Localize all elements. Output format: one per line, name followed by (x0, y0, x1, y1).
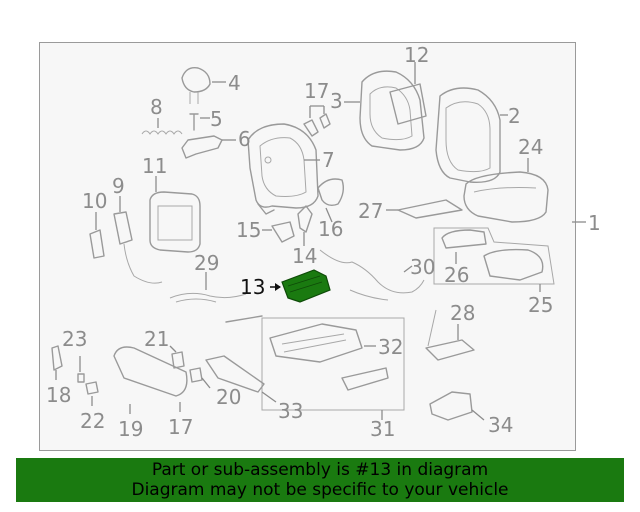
part-34-bracket (429, 391, 473, 421)
callout-4: 4 (228, 71, 241, 95)
leader-21 (169, 345, 177, 353)
part-24-seat-cushion (463, 171, 549, 223)
callout-29: 29 (194, 251, 219, 275)
part-4-headrest (181, 67, 211, 104)
part-16-shield (317, 178, 345, 207)
callout-21: 21 (144, 327, 169, 351)
part-5-guide (189, 113, 199, 131)
part-17-clips (303, 113, 331, 137)
callout-17a: 17 (304, 79, 329, 103)
part-31-seat-track-group (261, 317, 405, 411)
callout-32: 32 (378, 335, 403, 359)
callout-33: 33 (278, 399, 303, 423)
part-22-bolt (85, 381, 99, 395)
callout-14: 14 (292, 244, 317, 268)
part-13-highlighted-module (281, 269, 331, 303)
part-12-pad (389, 83, 427, 125)
banner-line-part-info: Part or sub-assembly is #13 in diagram (151, 460, 489, 480)
callout-23: 23 (62, 327, 87, 351)
callout-27: 27 (358, 199, 383, 223)
callout-11: 11 (142, 154, 167, 178)
part-11-back-panel (149, 191, 201, 253)
callout-18: 18 (46, 383, 71, 407)
callout-3: 3 (330, 89, 343, 113)
callout-16: 16 (318, 217, 343, 241)
callout-7: 7 (322, 148, 335, 172)
callout-20: 20 (216, 385, 241, 409)
info-banner: Part or sub-assembly is #13 in diagram D… (16, 458, 624, 502)
part-28-bracket (425, 339, 475, 361)
part-8-spring (141, 130, 183, 135)
callout-31: 31 (370, 417, 395, 441)
callout-15: 15 (236, 218, 261, 242)
callout-26: 26 (444, 263, 469, 287)
part-10-cover (89, 229, 105, 259)
part-25-group (433, 227, 555, 285)
callout-2: 2 (508, 104, 521, 128)
leader-13-arrow (275, 283, 281, 291)
part-23-cap (77, 373, 85, 383)
part-2-seatback-cushion (435, 87, 501, 183)
part-9-switch-module (113, 211, 163, 284)
callout-5: 5 (210, 107, 223, 131)
callout-9: 9 (112, 174, 125, 198)
part-27-mat (397, 199, 463, 219)
part-30-wire-harness (319, 249, 425, 301)
part-3-seatback-trim (359, 70, 425, 151)
callout-25: 25 (528, 293, 553, 317)
part-15-trim (271, 221, 295, 243)
leader-17a (309, 105, 325, 118)
part-7-seatback-frame (247, 123, 319, 215)
leader-34 (471, 409, 485, 421)
callout-6: 6 (238, 127, 251, 151)
part-33-trim (205, 315, 265, 393)
callout-24: 24 (518, 135, 543, 159)
leader-16 (325, 207, 333, 223)
part-28-rod (427, 309, 437, 347)
callout-22: 22 (80, 409, 105, 433)
callout-1: 1 (588, 211, 601, 235)
diagram-frame (39, 42, 576, 451)
callout-10: 10 (82, 189, 107, 213)
callout-30: 30 (410, 255, 435, 279)
part-21-switch (171, 351, 185, 369)
leader-33 (261, 391, 277, 403)
part-14-bracket (297, 205, 313, 233)
callout-19: 19 (118, 417, 143, 441)
part-6-lever (181, 135, 223, 159)
callout-28: 28 (450, 301, 475, 325)
part-29-harness (169, 292, 247, 303)
leader-20 (201, 377, 211, 389)
part-20-clip (189, 367, 203, 383)
part-18-cover (51, 345, 63, 371)
callout-17b: 17 (168, 415, 193, 439)
part-19-side-shield (113, 346, 188, 397)
callout-13: 13 (240, 275, 265, 299)
callout-34: 34 (488, 413, 513, 437)
leader-30 (403, 265, 413, 273)
callout-12: 12 (404, 43, 429, 67)
callout-8: 8 (150, 95, 163, 119)
banner-line-disclaimer: Diagram may not be specific to your vehi… (131, 480, 509, 500)
